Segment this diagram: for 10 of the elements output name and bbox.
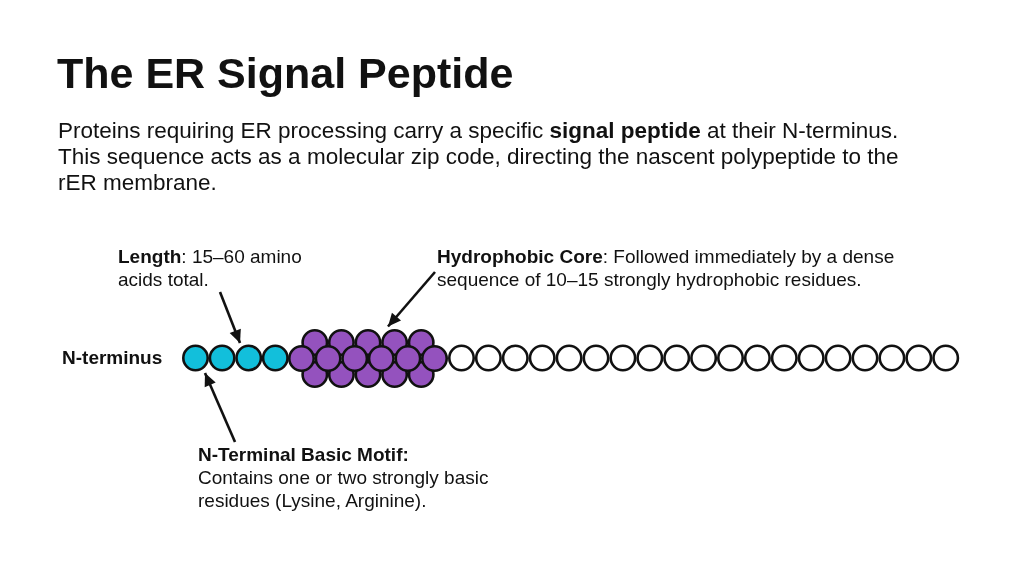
annotation-text: Contains one or two strongly basic residues (Lysine, Arginine). <box>198 466 490 512</box>
annotation-text: Hydrophobic Core: Followed immediately by a dense sequence of 10–15 strongly hydrophobic residues. <box>437 245 896 291</box>
chain-end-label: N-terminus <box>62 347 163 369</box>
arrow <box>387 271 436 328</box>
intro-paragraph: Proteins requiring ER processing carry a specific signal peptide at their N-terminus. This sequence acts as a molecular zip code, directing the nascent polypeptide to the rER membrane. <box>58 118 900 196</box>
annotation-text: Length: 15–60 amino acids total. <box>118 245 303 291</box>
slide-title: The ER Signal Peptide <box>57 48 514 98</box>
arrow <box>203 372 237 443</box>
annotation-heading: N-Terminal Basic Motif: <box>198 443 410 466</box>
arrow <box>218 291 242 344</box>
